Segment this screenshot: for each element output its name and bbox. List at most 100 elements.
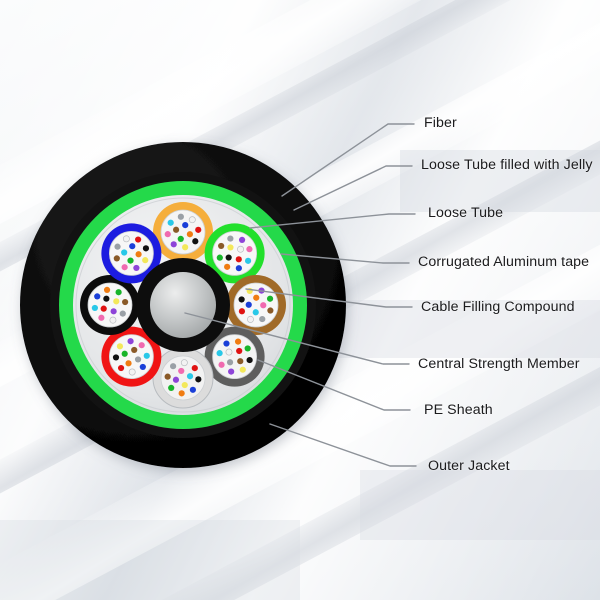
leader-line-loose-tube-jelly — [293, 165, 413, 211]
fiber — [115, 289, 122, 296]
fiber — [195, 226, 202, 233]
leader-line-central-strength — [184, 312, 410, 365]
label-fiber: Fiber — [424, 115, 457, 131]
filling-compound-edge — [75, 197, 291, 413]
fiber — [223, 340, 230, 347]
green-tube — [204, 223, 265, 284]
fiber — [192, 238, 199, 245]
orange-tube — [153, 202, 213, 262]
fiber — [114, 243, 121, 250]
fiber — [189, 386, 196, 393]
fiber — [164, 373, 171, 380]
fiber — [253, 294, 260, 301]
leader-lines — [184, 123, 417, 467]
fiber — [164, 231, 171, 238]
fiber — [235, 265, 242, 272]
fiber — [246, 246, 253, 253]
brown-tube-jelly — [234, 283, 278, 327]
leader-line-corrugated-tape — [280, 253, 410, 264]
fiber — [131, 346, 138, 354]
fiber — [100, 305, 107, 312]
fiber — [113, 298, 120, 305]
fiber — [226, 359, 234, 366]
fiber — [195, 376, 202, 383]
fiber — [170, 241, 177, 248]
fiber — [227, 235, 234, 242]
fiber — [218, 361, 225, 368]
fiber — [188, 216, 196, 224]
fiber — [121, 350, 128, 357]
fiber — [143, 352, 150, 359]
green-tube-jelly — [212, 231, 257, 276]
fiber — [94, 293, 101, 300]
fiber — [167, 219, 174, 226]
brown-tube — [226, 275, 286, 335]
leader-line-filling-compound — [245, 288, 413, 308]
leader-line-outer-jacket — [269, 423, 417, 467]
fiber — [128, 368, 136, 376]
red-tube — [101, 326, 162, 387]
gray-tube — [204, 326, 265, 387]
fiber — [142, 257, 149, 264]
fiber — [236, 347, 243, 355]
fiber — [91, 304, 98, 312]
fiber — [117, 364, 125, 372]
fiber — [245, 301, 252, 308]
black-tube — [80, 275, 140, 335]
fiber — [109, 316, 117, 324]
fiber — [177, 213, 184, 220]
fiber — [186, 373, 194, 380]
fiber — [237, 358, 244, 365]
fiber — [234, 338, 242, 345]
fiber — [227, 244, 234, 251]
fiber — [103, 295, 110, 302]
fiber — [142, 245, 150, 252]
leader-line-pe-sheath — [257, 359, 411, 411]
fiber — [125, 360, 132, 367]
fiber — [182, 222, 189, 229]
fiber — [244, 257, 252, 264]
brown-tube-jelly-edge — [233, 282, 279, 328]
red-tube-jelly-edge — [108, 334, 154, 380]
fiber — [138, 342, 145, 349]
fiber — [133, 264, 140, 272]
fiber — [224, 263, 231, 270]
fiber — [225, 254, 232, 261]
cable-cross-section — [20, 142, 346, 468]
label-corrugated-tape: Corrugated Aluminum tape — [418, 254, 590, 270]
fiber — [110, 308, 117, 315]
label-central-strength: Central Strength Member — [418, 356, 580, 372]
fiber — [168, 384, 175, 391]
fiber — [259, 315, 266, 323]
central-strength-member-core — [150, 272, 216, 338]
blue-tube — [101, 223, 162, 284]
fiber — [238, 308, 246, 315]
fiber — [267, 307, 274, 314]
fiber — [186, 231, 193, 238]
fiber — [235, 256, 242, 263]
fiber — [113, 255, 120, 262]
fiber — [238, 236, 246, 244]
fiber — [139, 363, 146, 371]
fiber — [225, 348, 233, 356]
label-outer-jacket: Outer Jacket — [428, 458, 510, 474]
fiber — [237, 245, 245, 253]
natural-tube-jelly-edge — [160, 355, 206, 401]
green-tube-jelly-edge — [212, 230, 258, 276]
natural-tube — [152, 347, 214, 409]
fiber — [246, 356, 253, 364]
fiber — [127, 257, 134, 264]
fiber — [122, 298, 129, 306]
fiber — [244, 345, 251, 352]
fiber — [191, 365, 198, 372]
fiber — [252, 309, 259, 316]
fiber — [173, 226, 180, 233]
orange-tube-jelly-edge — [160, 209, 206, 255]
fiber — [135, 236, 142, 243]
fiber — [116, 343, 124, 350]
fiber — [216, 254, 223, 261]
fiber — [247, 315, 254, 323]
fiber — [172, 376, 180, 383]
